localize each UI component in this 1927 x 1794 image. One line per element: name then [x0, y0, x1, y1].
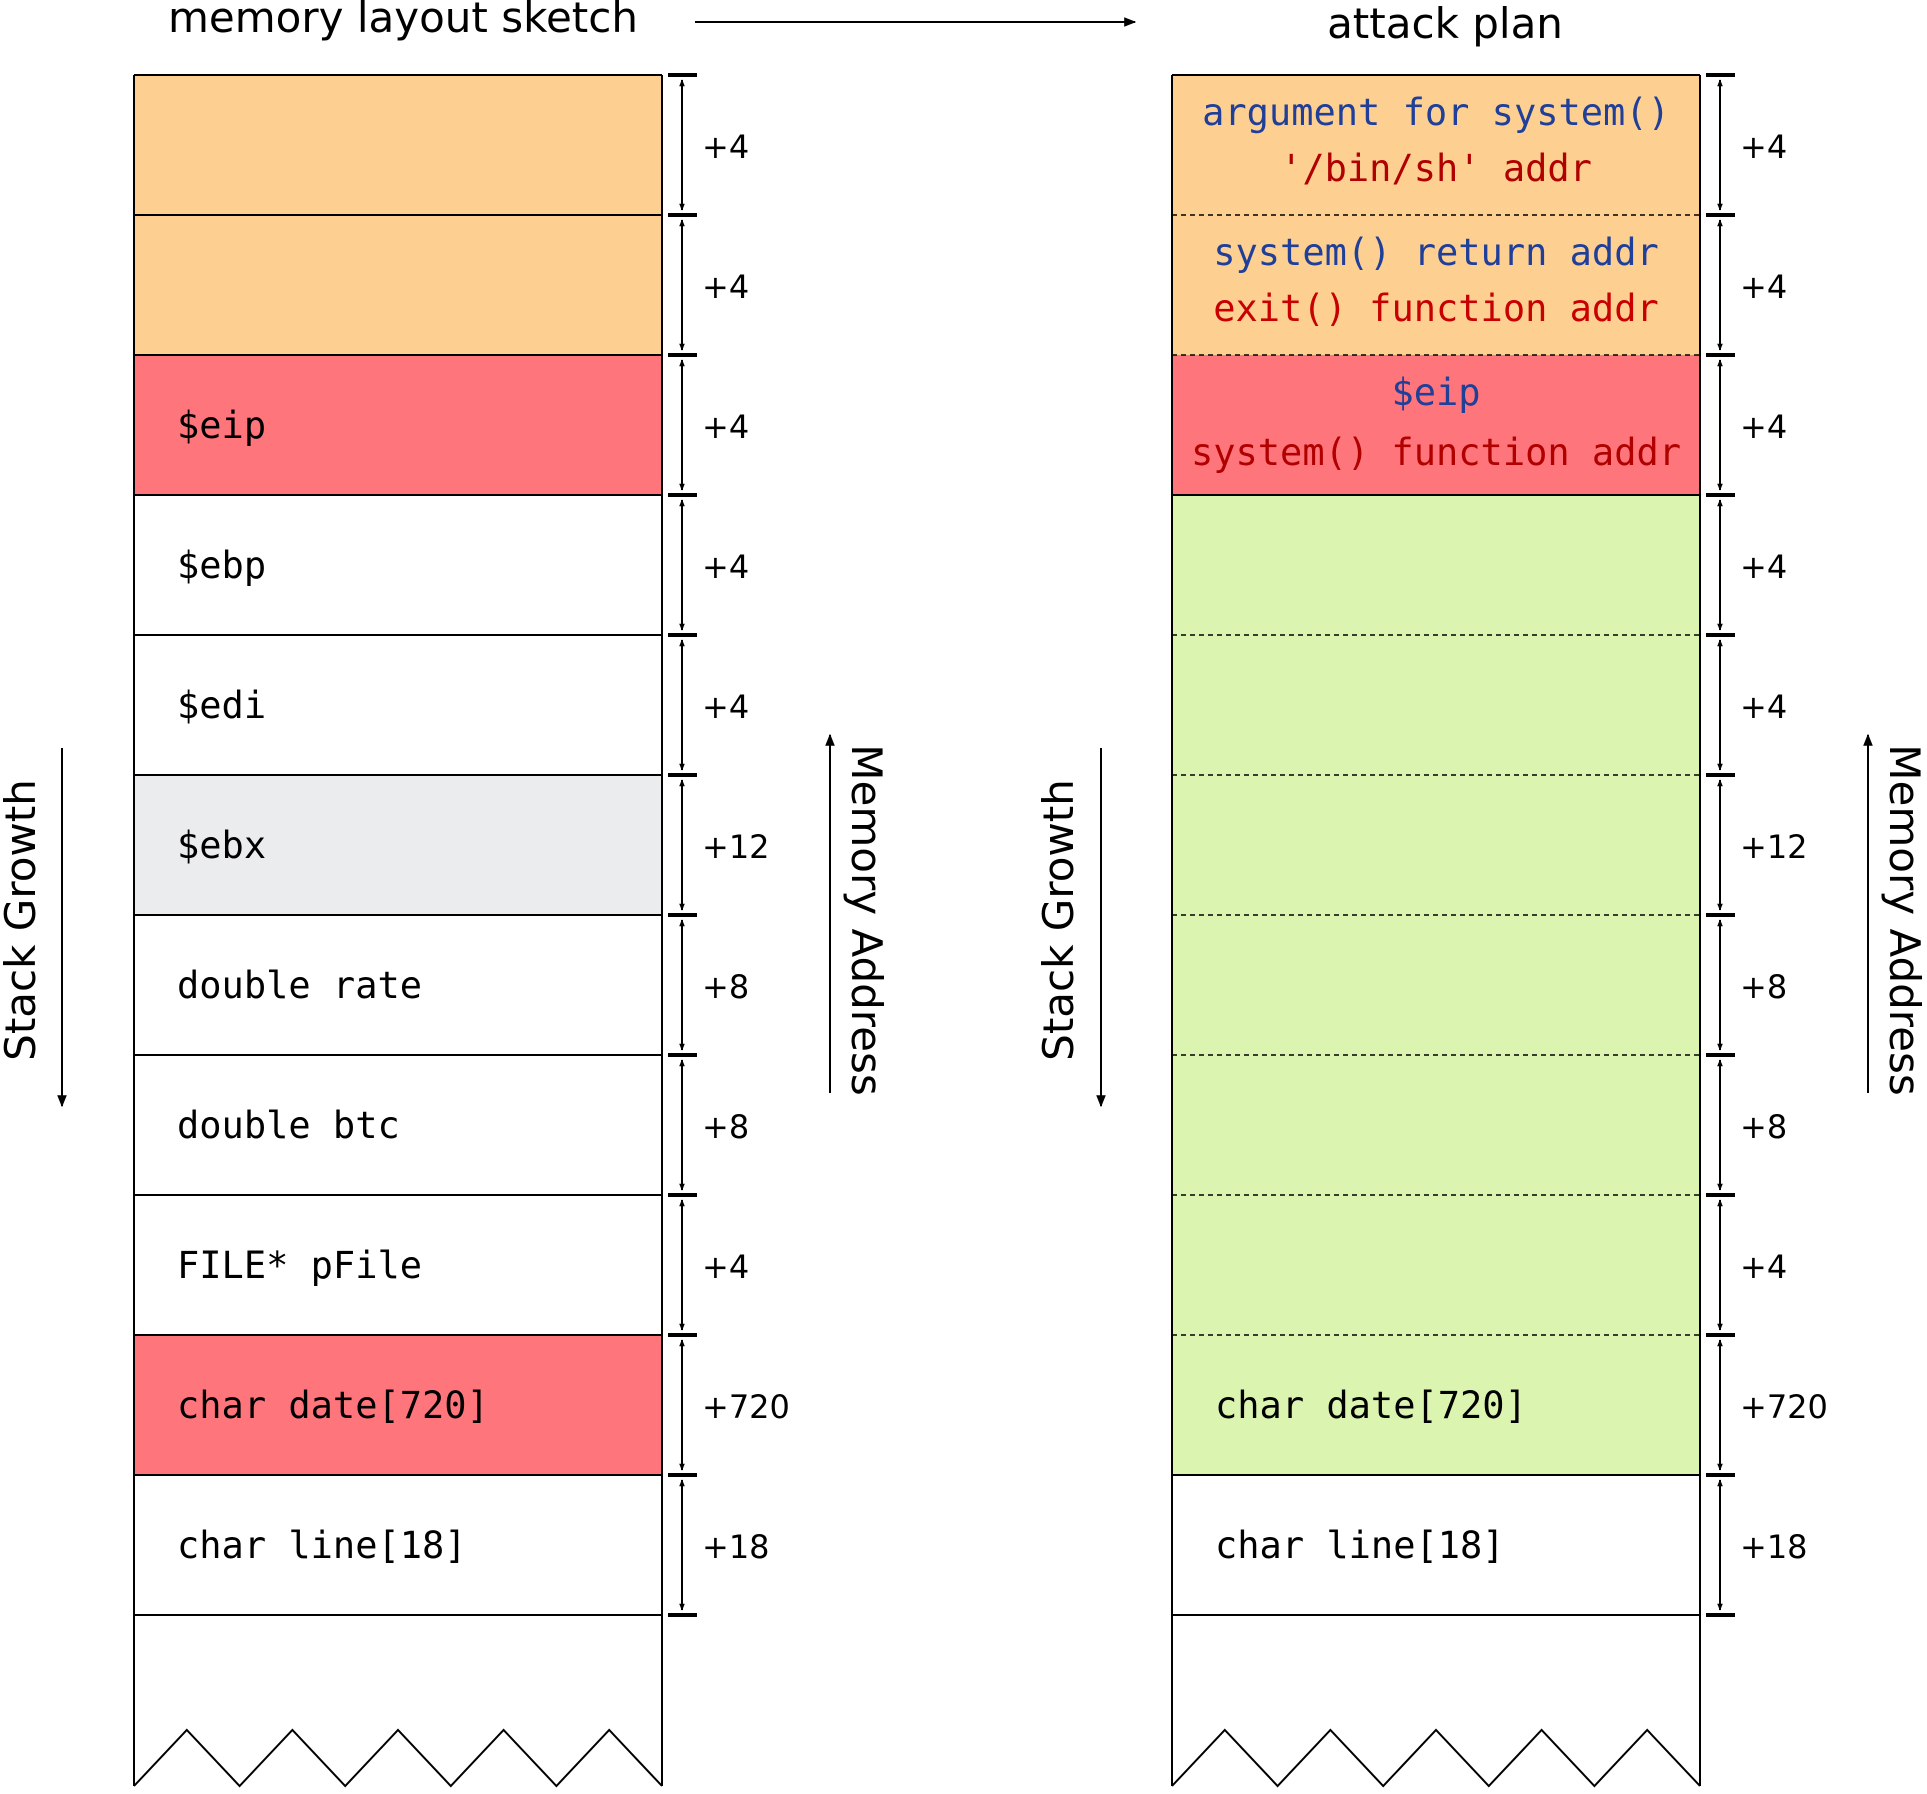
left-row-3-box	[134, 495, 662, 635]
right-row-2-line1: $eip	[1391, 371, 1480, 414]
right-memory-address: Memory Address	[1863, 733, 1927, 1096]
right-row-0-line2: '/bin/sh' addr	[1280, 147, 1592, 190]
left-row-3-size: +4	[702, 548, 749, 586]
left-row-2-label: $eip	[177, 404, 266, 447]
right-title: attack plan	[1327, 0, 1563, 48]
right-row-0-size: +4	[1740, 128, 1787, 166]
right-row-0-box	[1172, 75, 1700, 215]
right-stack-column: argument for system() '/bin/sh' addr +4 sys…	[1171, 73, 1828, 1788]
right-row-5-size: +12	[1740, 828, 1808, 866]
left-row-4-size: +4	[702, 688, 749, 726]
right-row-3-box	[1172, 495, 1700, 635]
left-row-9-label: char date[720]	[177, 1384, 489, 1427]
right-row-3-size: +4	[1740, 548, 1787, 586]
left-row-8-box	[134, 1195, 662, 1335]
left-row-9-box	[134, 1335, 662, 1475]
left-stack-column: +4 +4 $eip +4 $ebp +4 $edi +4 $ebx +12 double rate…	[133, 73, 790, 1788]
left-row-3-label: $ebp	[177, 544, 266, 587]
right-row-4-box	[1172, 635, 1700, 775]
left-stack-growth: Stack Growth	[0, 748, 67, 1108]
right-stack-growth-label: Stack Growth	[1034, 779, 1083, 1061]
right-row-7-box	[1172, 1055, 1700, 1195]
left-row-4-box	[134, 635, 662, 775]
left-row-7-box	[134, 1055, 662, 1195]
left-row-0-size: +4	[702, 128, 749, 166]
left-row-7-label: double btc	[177, 1104, 400, 1147]
right-row-6-box	[1172, 915, 1700, 1055]
right-row-2-size: +4	[1740, 408, 1787, 446]
left-row-8-size: +4	[702, 1248, 749, 1286]
right-row-5-box	[1172, 775, 1700, 915]
left-row-10-box	[134, 1475, 662, 1615]
left-row-5-size: +12	[702, 828, 770, 866]
left-title: memory layout sketch	[168, 0, 638, 42]
left-memory-address-label: Memory Address	[842, 744, 891, 1095]
right-row-10-label: char line[18]	[1215, 1524, 1505, 1567]
left-row-4-label: $edi	[177, 684, 266, 727]
left-row-6-size: +8	[702, 968, 749, 1006]
left-row-0-box	[134, 75, 662, 215]
right-row-8-size: +4	[1740, 1248, 1787, 1286]
right-stack-growth: Stack Growth	[1034, 748, 1106, 1108]
right-row-0-line1: argument for system()	[1202, 91, 1670, 134]
left-stack-growth-label: Stack Growth	[0, 779, 45, 1061]
right-memory-address-label: Memory Address	[1880, 744, 1927, 1095]
left-torn-edge	[133, 1728, 663, 1788]
right-row-8-box	[1172, 1195, 1700, 1335]
right-row-1-line2: exit() function addr	[1213, 287, 1659, 330]
left-row-5-label: $ebx	[177, 824, 266, 867]
left-row-8-label: FILE* pFile	[177, 1244, 422, 1287]
left-row-2-box	[134, 355, 662, 495]
left-row-6-label: double rate	[177, 964, 422, 1007]
left-row-10-label: char line[18]	[177, 1524, 467, 1567]
right-row-6-size: +8	[1740, 968, 1787, 1006]
left-memory-address: Memory Address	[825, 733, 891, 1096]
right-row-4-size: +4	[1740, 688, 1787, 726]
right-row-2-line2: system() function addr	[1191, 431, 1681, 474]
right-row-9-size: +720	[1740, 1388, 1828, 1426]
left-row-1-size: +4	[702, 268, 749, 306]
right-row-9-label: char date[720]	[1215, 1384, 1527, 1427]
right-row-9-box	[1172, 1335, 1700, 1475]
left-row-5-box	[134, 775, 662, 915]
right-torn-edge	[1171, 1728, 1701, 1788]
left-row-7-size: +8	[702, 1108, 749, 1146]
right-row-10-box	[1172, 1475, 1700, 1615]
right-row-2-box	[1172, 355, 1700, 495]
right-row-1-box	[1172, 215, 1700, 355]
left-row-1-box	[134, 215, 662, 355]
right-row-10-size: +18	[1740, 1528, 1808, 1566]
left-row-6-box	[134, 915, 662, 1055]
right-row-7-size: +8	[1740, 1108, 1787, 1146]
left-row-9-size: +720	[702, 1388, 790, 1426]
right-row-1-size: +4	[1740, 268, 1787, 306]
left-row-2-size: +4	[702, 408, 749, 446]
left-row-10-size: +18	[702, 1528, 770, 1566]
right-row-1-line1: system() return addr	[1213, 231, 1659, 274]
